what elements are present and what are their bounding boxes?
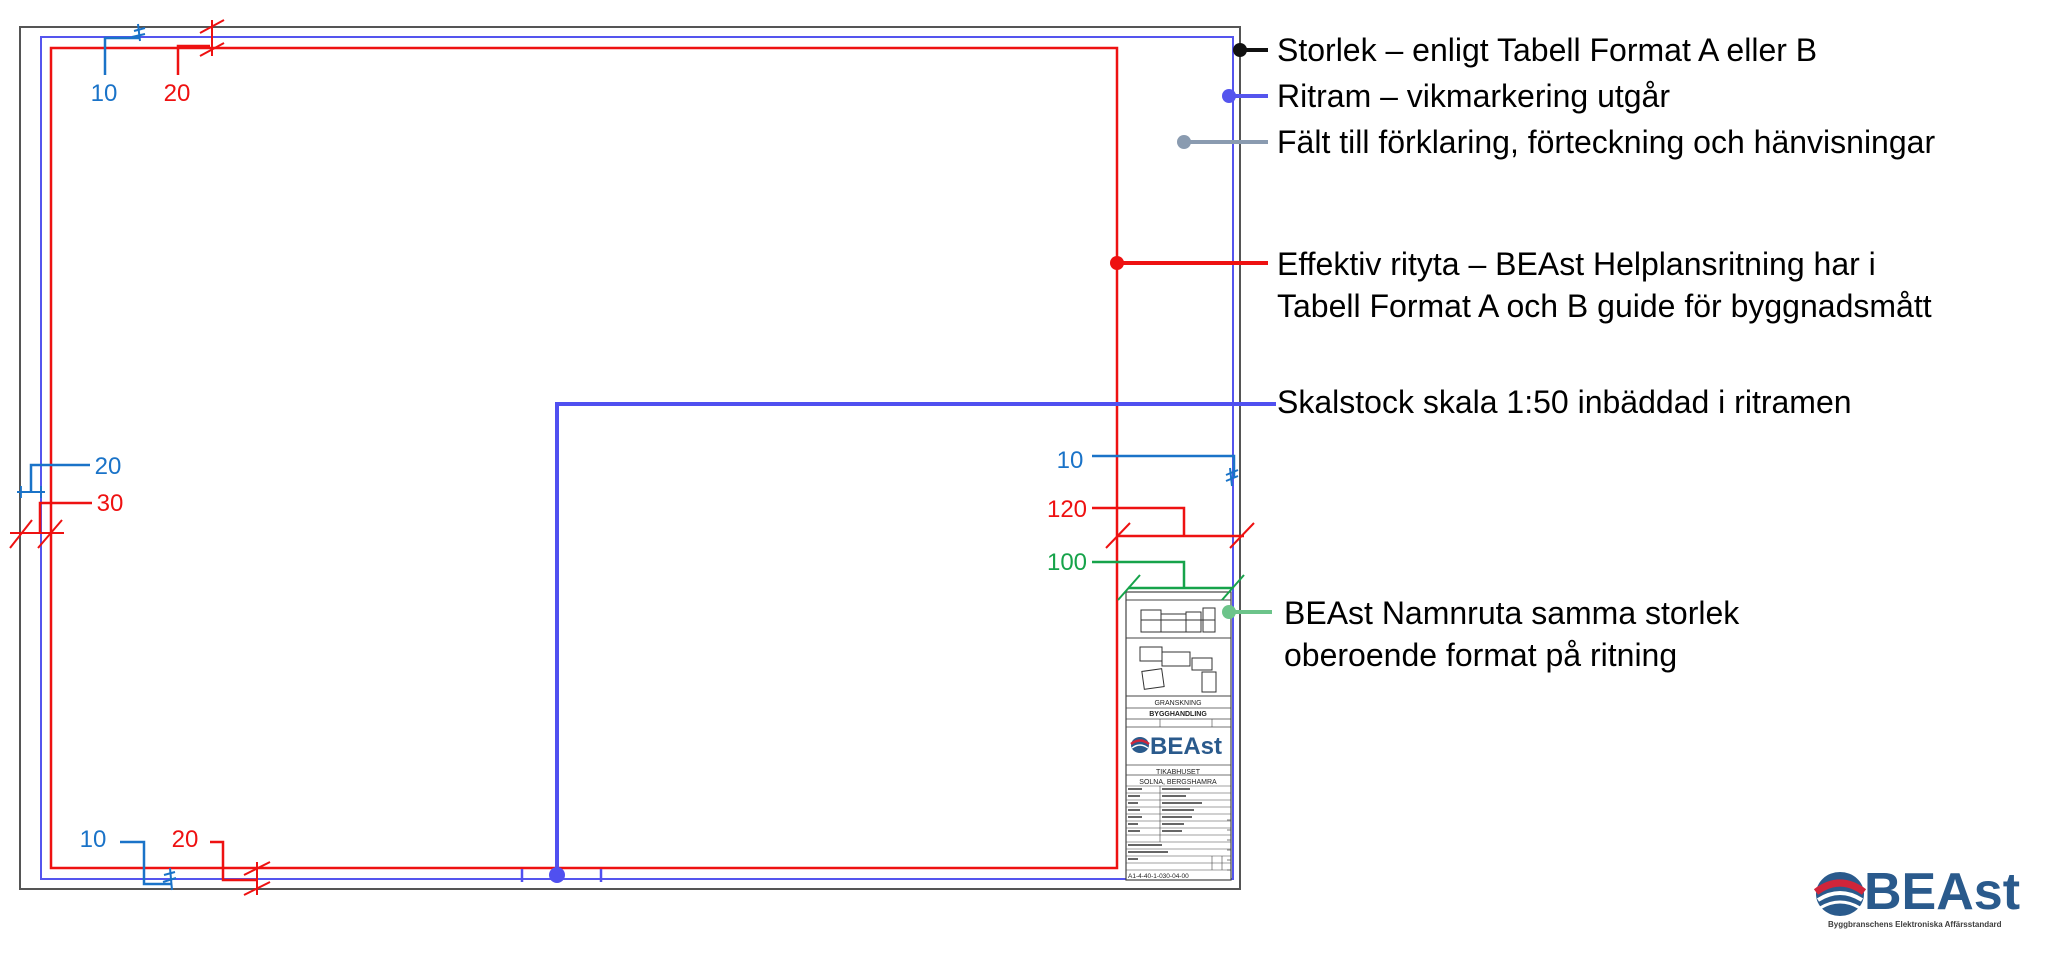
- dim-label-bottom-red: 20: [172, 826, 199, 853]
- sheet-outer-frame: [19, 26, 1241, 890]
- legend-leader-namnruta: [1222, 605, 1272, 619]
- legend-effektiv-line2: Tabell Format A och B guide för byggnads…: [1277, 288, 1932, 324]
- legend-leader-storlek: [1233, 43, 1268, 57]
- dim-right-green: [1092, 560, 1245, 601]
- beast-logo-word: BEAst: [1864, 863, 2021, 921]
- beast-logo-subtitle: Byggbranschens Elektroniska Affärsstanda…: [1828, 920, 2002, 929]
- ritram-frame: [40, 36, 1234, 880]
- dim-label-left-blue: 20: [95, 453, 122, 480]
- title-block-drawing-number: A1-4-40-1-030-04-00: [1128, 873, 1189, 880]
- dim-label-right-green: 100: [1047, 549, 1087, 576]
- beast-logo-emblem: [1813, 872, 1867, 916]
- dim-bottom-blue: [120, 840, 177, 891]
- legend-storlek: Storlek – enligt Tabell Format A eller B: [1277, 32, 1818, 68]
- title-block-logo-text: BEAst: [1150, 733, 1222, 760]
- dim-left-red: [9, 501, 92, 549]
- dim-label-right-blue: 10: [1057, 447, 1084, 474]
- dim-label-left-red: 30: [97, 490, 124, 517]
- legend-effektiv-line1: Effektiv rityta – BEAst Helplansritning …: [1277, 246, 1876, 282]
- legend-leader-falt: [1177, 135, 1268, 149]
- dim-label-top-left-red: 20: [164, 80, 191, 107]
- title-block-status-bygghandling: BYGGHANDLING: [1149, 711, 1207, 718]
- dim-top-left-blue: [103, 23, 146, 75]
- dim-label-right-red: 120: [1047, 496, 1087, 523]
- title-block-project-name: TIKABHUSET: [1156, 769, 1201, 776]
- dim-label-bottom-blue: 10: [80, 826, 107, 853]
- title-block-logo: BEAst: [1130, 733, 1222, 760]
- title-block: GRANSKNING BYGGHANDLING BEAst TIKABHUSET…: [1125, 591, 1232, 881]
- legend-skalstock: Skalstock skala 1:50 inbäddad i ritramen: [1277, 384, 1852, 420]
- legend-falt: Fält till förklaring, förteckning och hä…: [1277, 124, 1936, 160]
- dim-bottom-red: [210, 840, 271, 896]
- dim-top-left-red: [176, 19, 225, 75]
- skalstock-callout: [520, 402, 1276, 883]
- title-block-plan-sketch: [1139, 607, 1217, 693]
- beast-logo: BEAst Byggbranschens Elektroniska Affärs…: [1812, 864, 2022, 934]
- legend-namnruta-line2: oberoende format på ritning: [1284, 637, 1678, 673]
- title-block-status-granskning: GRANSKNING: [1154, 700, 1201, 707]
- legend-leader-effektiv: [1110, 256, 1268, 270]
- dim-left-blue: [17, 463, 90, 498]
- title-block-project-location: SOLNA, BERGSHAMRA: [1139, 779, 1217, 786]
- dim-label-top-left-blue: 10: [91, 80, 118, 107]
- effective-drawing-area: [49, 46, 1119, 870]
- dim-right-red: [1092, 506, 1255, 549]
- legend-leader-ritram: [1222, 89, 1268, 103]
- legend-namnruta-line1: BEAst Namnruta samma storlek: [1284, 595, 1740, 631]
- legend-ritram: Ritram – vikmarkering utgår: [1277, 78, 1670, 114]
- dim-right-blue: [1092, 454, 1239, 487]
